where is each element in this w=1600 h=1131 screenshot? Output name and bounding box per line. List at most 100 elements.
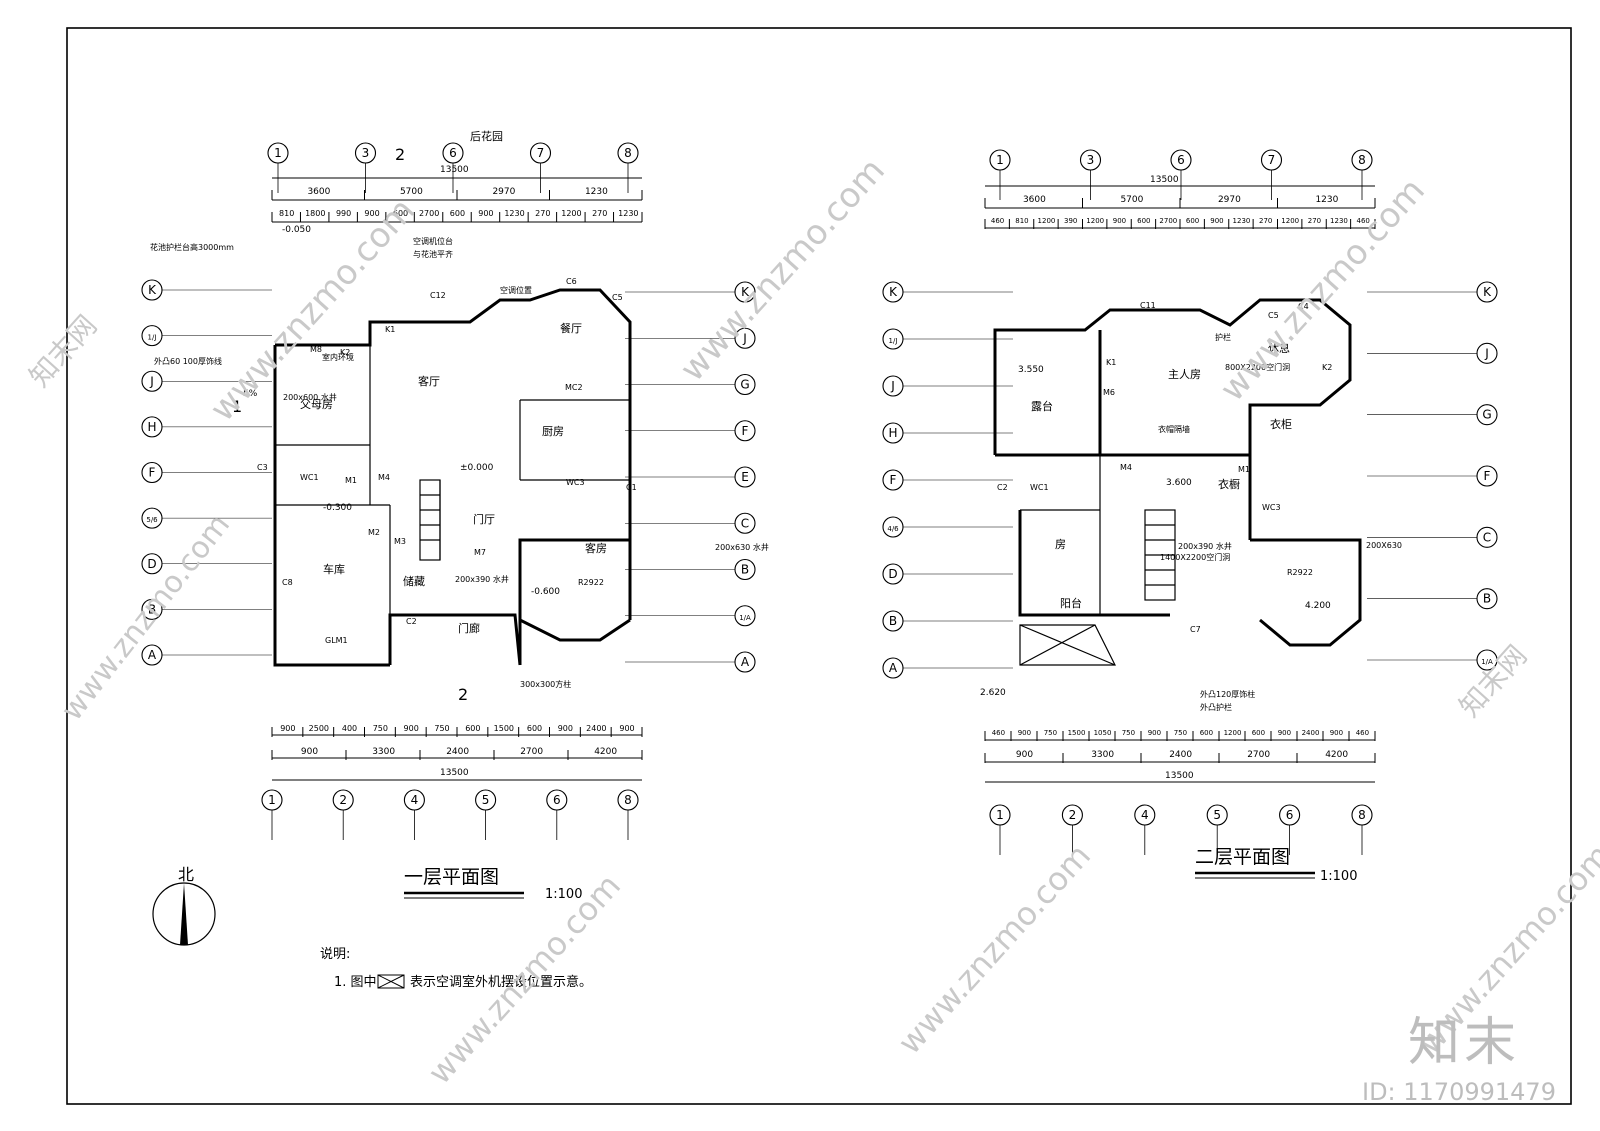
floor2-left-axis-label: J bbox=[890, 379, 895, 393]
floor2-left-axis-label: K bbox=[889, 285, 898, 299]
floor1-left-axis-label: H bbox=[147, 420, 156, 434]
floor2-bottom-subdim: 600 bbox=[1252, 729, 1265, 737]
floor2-left-axis-label: B bbox=[889, 614, 897, 628]
floor2-bottom-subdim: 600 bbox=[1200, 729, 1213, 737]
floor1-label: 室内环境 bbox=[322, 352, 354, 362]
floor1-top-subdim: 900 bbox=[478, 209, 493, 218]
floor1-left-axis: J bbox=[141, 370, 163, 392]
floor1-label: K2 bbox=[340, 348, 350, 357]
floor1-bottom-subdim: 900 bbox=[619, 724, 634, 733]
floor1-label: GLM1 bbox=[325, 636, 348, 645]
floor1-top-subdim: 600 bbox=[393, 209, 408, 218]
floor1-label: C6 bbox=[566, 277, 577, 286]
floor2-label: 200x390 水井 bbox=[1178, 541, 1232, 551]
floor1-label: 300x300方柱 bbox=[520, 679, 571, 689]
floor2-bottom-subdim: 900 bbox=[1018, 729, 1031, 737]
floor1-label: M1 bbox=[345, 476, 357, 485]
floor2-left-axis-label: D bbox=[888, 567, 897, 581]
floor1-label: 外凸60 100厚饰线 bbox=[154, 356, 222, 366]
floor1-right-axis-label: K bbox=[741, 285, 750, 299]
floor2-label: 外凸护栏 bbox=[1200, 702, 1232, 712]
floor2-top-subdim: 2700 bbox=[1159, 217, 1177, 225]
floor2-room: 房 bbox=[1055, 538, 1066, 551]
floor1-left-axis-label: J bbox=[149, 374, 154, 388]
floor2-bottom-axis: 6 bbox=[1279, 804, 1301, 826]
floor2-bottom-axis-label: 4 bbox=[1141, 808, 1149, 822]
floor1-overall-bottom: 13500 bbox=[440, 768, 469, 778]
floor1-right-axis: F bbox=[734, 420, 756, 442]
floor1-left-axis-label: D bbox=[147, 557, 156, 571]
north-arrow: 北 bbox=[152, 865, 216, 946]
floor1-label: M2 bbox=[368, 528, 380, 537]
floor2-top-dim: 3600 bbox=[1023, 195, 1046, 205]
floor1-top-label: 后花园 bbox=[470, 130, 503, 143]
floor2-left-axis: J bbox=[882, 375, 904, 397]
floor2-right-axis: G bbox=[1476, 404, 1498, 426]
floor2-room: 阳台 bbox=[1060, 596, 1082, 610]
floor1-right-axis: B bbox=[734, 558, 756, 581]
floor2-top-subdim: 1230 bbox=[1330, 217, 1348, 225]
floor1-room: 厨房 bbox=[542, 425, 564, 438]
floor2-right-axis: C bbox=[1476, 526, 1498, 548]
floor1-right-axis-label: E bbox=[741, 470, 749, 484]
floor2-right-axis-label: J bbox=[1484, 346, 1489, 360]
floor2-top-subdim: 810 bbox=[1015, 217, 1028, 225]
floor1-level: -0.600 bbox=[531, 587, 560, 597]
floor2-left-axis: D bbox=[882, 563, 904, 585]
floor1-bottom-axis-label: 4 bbox=[411, 793, 419, 807]
floor1-top-subdim: 900 bbox=[364, 209, 379, 218]
floor1-overall-top: 13500 bbox=[440, 165, 469, 175]
floor2-bottom-axis: 2 bbox=[1061, 804, 1083, 826]
floor1-section-mark-top: 2 bbox=[395, 145, 405, 164]
floor1-top-axis-label: 3 bbox=[362, 146, 370, 160]
floor1-label: C1 bbox=[626, 483, 637, 492]
floor1-bottom-subdim: 900 bbox=[404, 724, 419, 733]
floor1-label: R2922 bbox=[578, 578, 604, 587]
floor1-label: M4 bbox=[378, 473, 390, 482]
floor1-scale: 1:100 bbox=[545, 887, 582, 902]
floor1-top-dim: 5700 bbox=[400, 187, 423, 197]
notes-title: 说明: bbox=[320, 947, 350, 962]
floor1-level: -0.300 bbox=[323, 503, 352, 513]
floor2-bottom-subdim: 900 bbox=[1278, 729, 1291, 737]
floor2-bottom-subdim: 460 bbox=[1356, 729, 1369, 737]
floor1-bottom-subdim: 900 bbox=[280, 724, 295, 733]
floor1-top-subdim: 1800 bbox=[305, 209, 325, 218]
floor1-left-axis: K bbox=[141, 279, 163, 301]
floor2-top-subdim: 1230 bbox=[1233, 217, 1251, 225]
floor2-label: M4 bbox=[1120, 463, 1132, 472]
floor2-label: C2 bbox=[997, 483, 1008, 492]
floor1-bottom-subdim: 600 bbox=[465, 724, 480, 733]
floor2-top-subdim: 600 bbox=[1186, 217, 1199, 225]
floor2-bottom-dim: 2700 bbox=[1247, 750, 1270, 760]
floor2-right-axis-label: 1/A bbox=[1481, 658, 1493, 666]
floor2-bottom-axis: 5 bbox=[1206, 804, 1228, 826]
floor1-right-axis-label: B bbox=[741, 563, 749, 577]
floor1-left-axis: A bbox=[141, 644, 163, 666]
floor2-bottom-dim: 2400 bbox=[1169, 750, 1192, 760]
floor1-bottom-axis-label: 6 bbox=[553, 793, 561, 807]
floor1-label: C2 bbox=[406, 617, 417, 626]
floor2-right-axis: J bbox=[1476, 342, 1498, 364]
floor2-level: 2.620 bbox=[980, 688, 1006, 698]
floor1-room: 客厅 bbox=[418, 374, 440, 388]
floor1-label: WC3 bbox=[566, 478, 585, 487]
floor2-bottom-axis-label: 1 bbox=[996, 808, 1004, 822]
floor1-label: M3 bbox=[394, 537, 406, 546]
floor1-left-axis-label: K bbox=[148, 283, 157, 297]
floor2-top-subdim: 1200 bbox=[1038, 217, 1056, 225]
floor1-bottom-dim: 4200 bbox=[594, 747, 617, 757]
brand-id: ID: 1170991479 bbox=[1362, 1078, 1556, 1106]
floor2-room: 休息 bbox=[1268, 341, 1290, 355]
floor1-bottom-axis: 4 bbox=[403, 789, 425, 811]
brand-logo: 知末 bbox=[1408, 1013, 1521, 1073]
floor1-left-axis: B bbox=[141, 598, 163, 620]
floor2-label: K1 bbox=[1106, 358, 1116, 367]
floor2-label: M6 bbox=[1103, 388, 1115, 397]
